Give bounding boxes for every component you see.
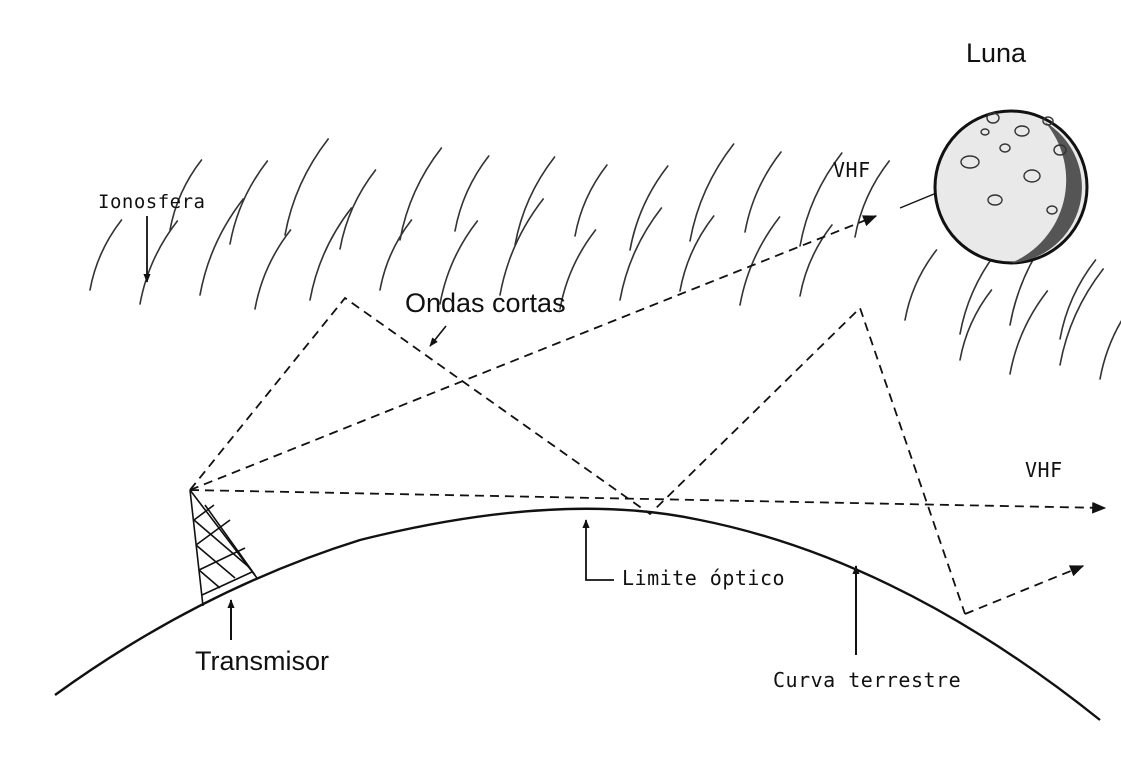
short-wave-ground-arrow	[964, 565, 1085, 615]
ionosphere-stroke	[619, 207, 663, 301]
ionosphere-stroke	[514, 156, 556, 246]
ionosphere-stroke	[1059, 259, 1097, 340]
ionosphere-stroke	[739, 216, 781, 306]
ondas-cortas-pointer	[429, 325, 447, 347]
ionosphere-stroke	[959, 250, 999, 335]
ionosphere-stroke	[1059, 268, 1104, 366]
ionosphere-stroke	[499, 198, 544, 296]
ionosphere-stroke	[89, 219, 123, 291]
ionosphere-stroke	[284, 138, 329, 236]
ionosphere-stroke	[254, 229, 292, 310]
curva-terrestre-label: Curva terrestre	[773, 668, 962, 692]
ionosphere-stroke	[139, 220, 179, 305]
vhf-top-label: VHF	[833, 158, 871, 182]
ionosphere-stroke	[629, 165, 669, 251]
vhf-horizontal-ray	[189, 489, 1107, 514]
ionosphere-stroke	[854, 160, 890, 238]
ionosphere-stroke	[439, 220, 479, 305]
moon-icon	[933, 109, 1089, 265]
ionosphere-stroke	[799, 224, 833, 297]
ionosphere-stroke	[959, 289, 993, 361]
ionosphere-stroke	[169, 159, 203, 231]
luna-label: Luna	[966, 38, 1027, 68]
ionosphere-stroke	[679, 215, 715, 292]
moon-pointer-line	[899, 193, 935, 209]
ionosphere-stroke	[339, 169, 377, 250]
limite-optico-label: Limite óptico	[622, 566, 786, 590]
ionosphere-stroke	[574, 164, 608, 237]
short-wave-path	[189, 296, 966, 615]
ondas-cortas-label: Ondas cortas	[405, 288, 566, 318]
vhf-right-label: VHF	[1025, 458, 1063, 482]
earth-curve	[54, 507, 1101, 721]
ionosphere-stroke	[379, 219, 413, 291]
transmitter-tower-icon	[189, 489, 258, 607]
ionosphere-stroke	[199, 198, 244, 296]
ionosphere-stroke	[1009, 290, 1049, 375]
limite-optico-pointer	[582, 519, 614, 581]
ionosphere-stroke	[744, 151, 782, 233]
ionosphere-stroke	[454, 155, 490, 232]
ionosphere-stroke	[904, 249, 938, 321]
ionosphere-stroke	[1099, 320, 1121, 380]
ionosfera-label: Ionosfera	[98, 191, 206, 213]
ionosphere-stroke	[309, 207, 353, 301]
ionosphere-stroke	[229, 160, 269, 245]
ionosphere-stroke	[559, 229, 597, 310]
ionosphere-stroke	[689, 143, 735, 242]
ionosphere-stroke	[399, 147, 443, 241]
vhf-moon-ray	[189, 215, 878, 491]
ionosphere-stroke	[799, 152, 843, 247]
transmisor-label: Transmisor	[195, 646, 330, 676]
